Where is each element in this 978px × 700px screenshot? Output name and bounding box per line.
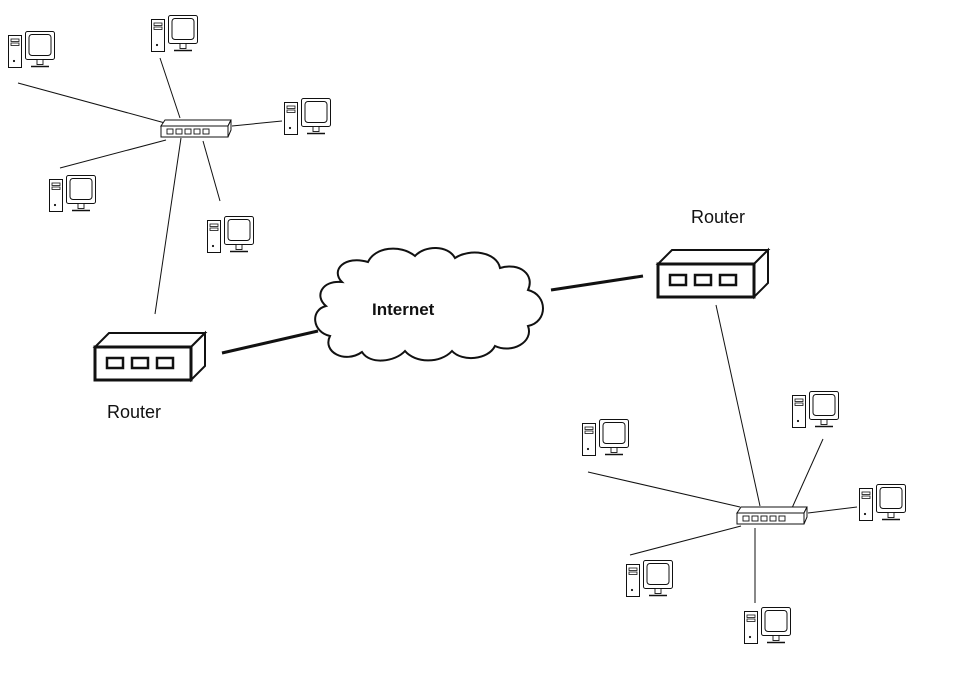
edge-switch-right-pc-r2 — [791, 438, 824, 509]
edge-switch-left-pc-l3 — [231, 120, 283, 127]
computer-pc-r1 — [581, 418, 630, 457]
computer-pc-r4 — [625, 559, 674, 598]
switch-right — [736, 506, 808, 525]
router-right-label: Router — [691, 207, 745, 227]
computer-pc-l4 — [48, 174, 97, 213]
edge-router-left-internet — [221, 329, 319, 355]
edge-switch-left-pc-l5 — [202, 140, 221, 202]
computer-pc-r5 — [743, 606, 792, 645]
router-left — [93, 331, 207, 382]
internet-label: Internet — [372, 300, 435, 319]
computer-pc-l3 — [283, 97, 332, 136]
computer-pc-l5 — [206, 215, 255, 254]
edge-router-left-switch — [154, 137, 182, 315]
edge-switch-right-pc-r4 — [629, 525, 742, 556]
edge-switch-right-pc-r1 — [587, 471, 741, 508]
internet-cloud: Internet — [314, 247, 544, 362]
edge-internet-router-right — [550, 274, 644, 292]
switch-left — [160, 119, 232, 138]
router-right — [656, 248, 770, 299]
computer-pc-l2 — [150, 14, 199, 53]
computer-pc-l1 — [7, 30, 56, 69]
edge-switch-left-pc-l4 — [59, 139, 167, 169]
edge-switch-right-pc-r3 — [807, 506, 858, 514]
edge-switch-left-pc-l2 — [159, 57, 181, 119]
computer-pc-r3 — [858, 483, 907, 522]
router-left-label: Router — [107, 402, 161, 422]
edge-router-right-switch — [715, 304, 761, 507]
computer-pc-r2 — [791, 390, 840, 429]
edge-switch-left-pc-l1 — [17, 82, 166, 124]
